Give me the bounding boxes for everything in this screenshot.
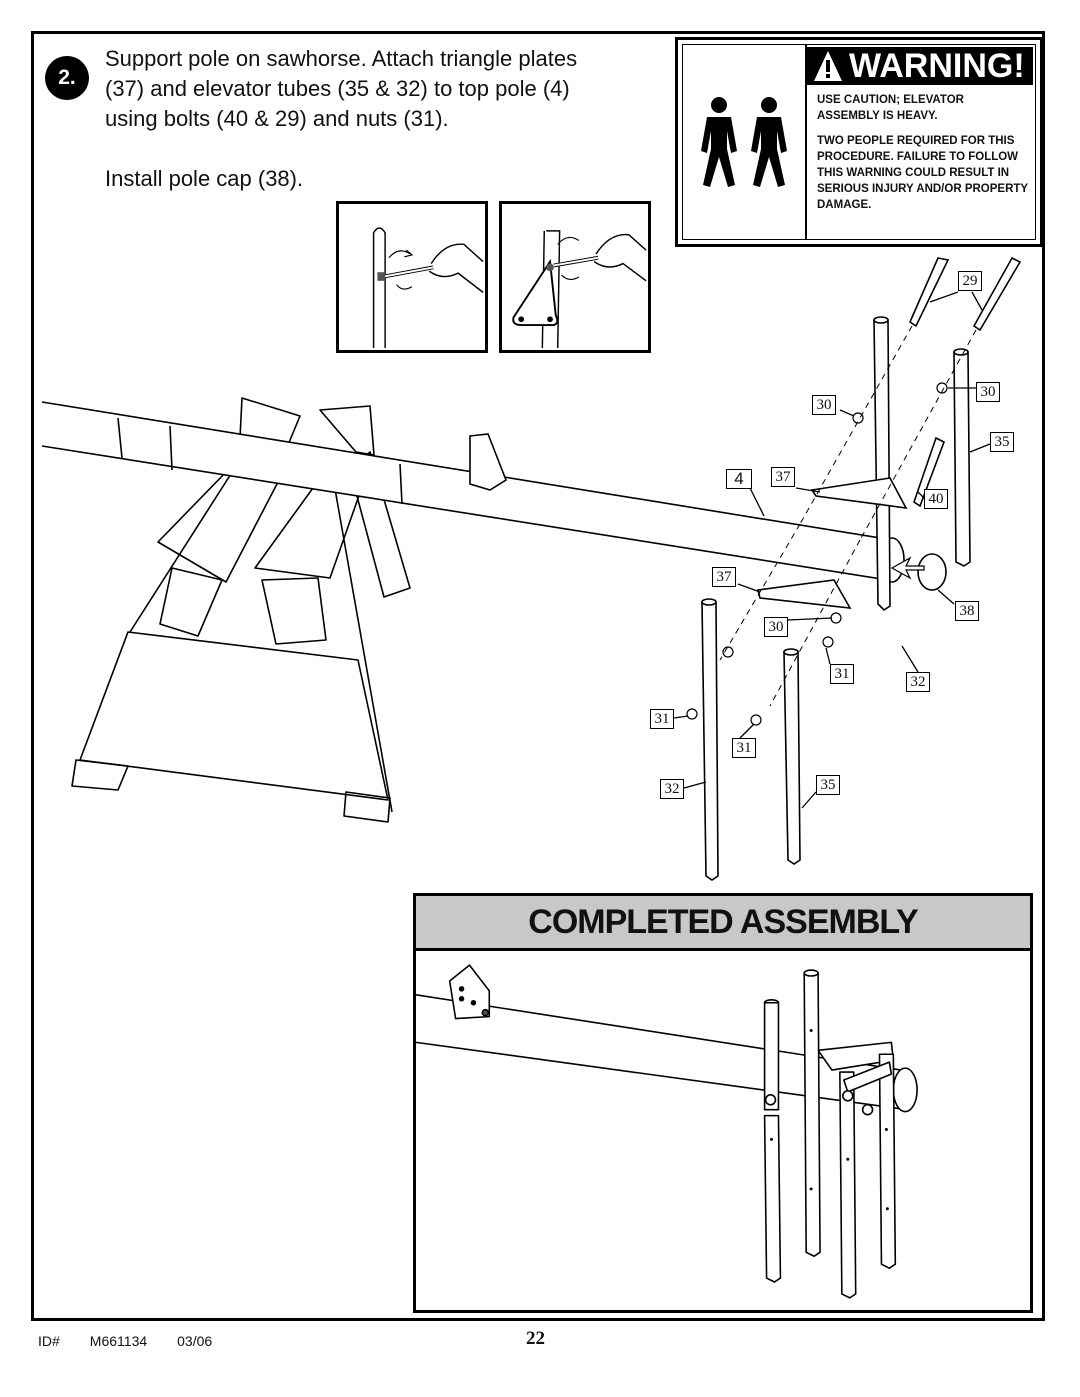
bolt-29	[972, 256, 1022, 332]
detail-inset-bolt	[336, 201, 488, 353]
callout-30: 30	[812, 395, 836, 415]
callout-29: 29	[958, 271, 982, 291]
callout-40: 40	[924, 489, 948, 509]
pole-bracket	[469, 433, 507, 491]
instruction-line: Support pole on sawhorse. Attach triangl…	[105, 46, 578, 71]
instruction-line: (37) and elevator tubes (35 & 32) to top…	[105, 76, 570, 101]
callout-30: 30	[976, 382, 1000, 402]
nut-31	[722, 646, 734, 658]
callout-30: 30	[764, 617, 788, 637]
sawhorse-panel	[79, 631, 389, 801]
step-instructions: Support pole on sawhorse. Attach triangl…	[105, 44, 665, 194]
sawhorse-leg	[319, 405, 375, 456]
sawhorse-leg	[261, 577, 327, 645]
completed-assembly-illustration	[413, 951, 1033, 1313]
callout-31: 31	[830, 664, 854, 684]
bolt-29	[908, 257, 950, 328]
triangle-plate-37	[810, 477, 908, 509]
callout-4: 4	[726, 469, 752, 489]
top-pole-4	[41, 401, 889, 581]
nut-30	[936, 382, 948, 394]
warning-title: WARNING!	[849, 47, 1025, 85]
nut-31	[822, 636, 834, 648]
id-value: M661134	[89, 1333, 148, 1349]
page-frame	[31, 31, 1045, 1321]
callout-31: 31	[650, 709, 674, 729]
revision-date: 03/06	[177, 1333, 213, 1349]
document-id: ID# M661134 03/06	[38, 1333, 242, 1349]
cap-instruction: Install pole cap (38).	[105, 166, 304, 191]
warning-text: USE CAUTION; ELEVATOR ASSEMBLY IS HEAVY.…	[817, 92, 1029, 222]
warning-inner-frame: WARNING! USE CAUTION; ELEVATOR ASSEMBLY …	[682, 44, 1036, 240]
detail-inset-plate	[499, 201, 651, 353]
elevator-tube-32	[701, 601, 719, 881]
bolt-40	[913, 436, 946, 508]
instruction-line: using bolts (40 & 29) and nuts (31).	[105, 106, 449, 131]
id-label: ID#	[38, 1333, 60, 1349]
callout-35: 35	[816, 775, 840, 795]
nut-31	[750, 714, 762, 726]
elevator-tube-35	[783, 651, 801, 865]
sawhorse-foot	[343, 791, 391, 823]
callout-35: 35	[990, 432, 1014, 452]
callout-37: 37	[771, 467, 795, 487]
callout-37: 37	[712, 567, 736, 587]
warning-caution: USE CAUTION; ELEVATOR ASSEMBLY IS HEAVY.	[817, 94, 964, 122]
two-people-icon	[683, 45, 807, 239]
nut-30	[852, 412, 864, 424]
page-number: 22	[526, 1328, 545, 1349]
callout-38: 38	[955, 601, 979, 621]
warning-triangle-icon	[814, 51, 842, 81]
callout-31: 31	[732, 738, 756, 758]
completed-assembly-title: COMPLETED ASSEMBLY	[413, 893, 1033, 951]
callout-32: 32	[906, 672, 930, 692]
sawhorse-rail	[157, 469, 279, 583]
sawhorse-leg	[159, 567, 223, 637]
triangle-plate-37	[757, 579, 852, 609]
warning-box: WARNING! USE CAUTION; ELEVATOR ASSEMBLY …	[675, 37, 1043, 247]
callout-32: 32	[660, 779, 684, 799]
sawhorse-foot	[71, 759, 129, 791]
warning-banner: WARNING!	[807, 47, 1033, 85]
step-number-badge: 2.	[45, 56, 89, 100]
nut-30	[830, 612, 842, 624]
nut-31	[686, 708, 698, 720]
warning-detail: TWO PEOPLE REQUIRED FOR THIS PROCEDURE. …	[817, 135, 1028, 211]
elevator-tube-35	[953, 351, 971, 567]
